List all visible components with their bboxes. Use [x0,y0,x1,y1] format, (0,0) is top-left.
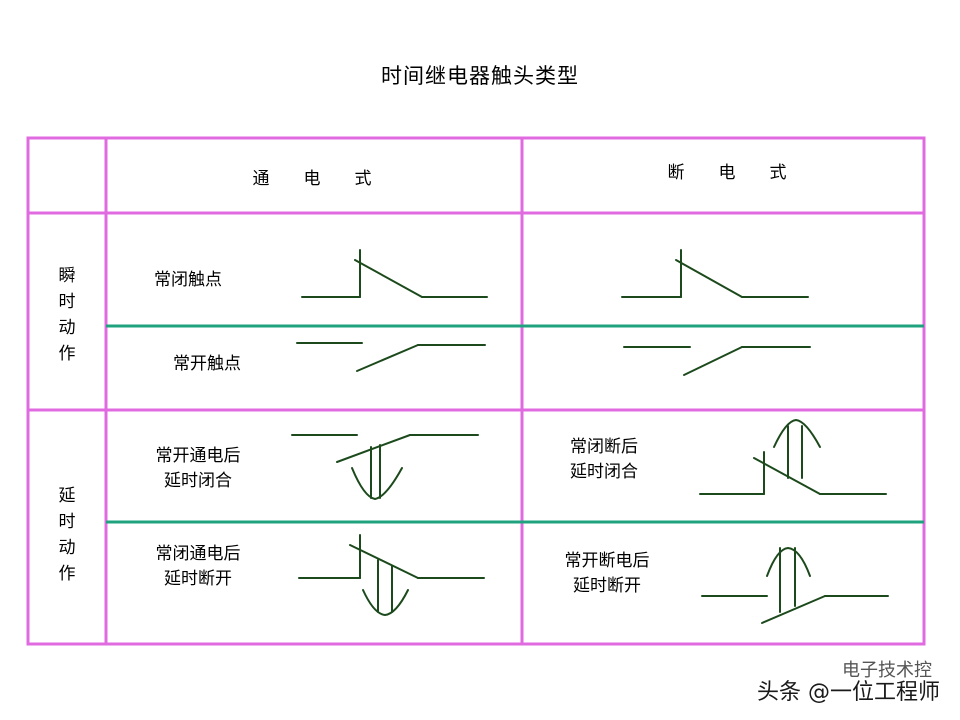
sub-row-dividers [106,324,924,524]
label-on-delay-close-1: 常开通电后 [156,446,241,466]
row-label-instant-char: 作 [59,344,76,364]
row-label-instant-char: 瞬 [59,266,76,286]
label-on-delay-open-1: 常闭通电后 [156,544,241,564]
symbol-on-delay-close [291,434,479,501]
watermark-main: 头条 @一位工程师 [757,679,940,705]
symbol-instant-no-on [296,342,486,372]
page-title: 时间继电器触头类型 [381,64,579,88]
symbol-off-delay-open [701,546,889,624]
symbol-instant-nc-on [301,249,488,298]
row-label-delay-char: 动 [59,538,76,558]
row-label-delay-char: 作 [59,564,76,584]
row-label-instant: 瞬 时 动 作 [59,266,76,364]
row-label-instant-char: 动 [59,318,76,338]
table-grid [26,136,926,646]
table-border [26,136,926,646]
symbol-instant-no-off [623,346,811,376]
label-on-delay-open-2: 延时断开 [164,569,232,589]
label-instant-nc: 常闭触点 [154,270,222,290]
header-power-off: 断 电 式 [668,163,787,183]
label-off-delay-open-2: 延时断开 [573,576,641,596]
label-off-delay-close-2: 延时闭合 [570,462,638,482]
watermark-sub: 电子技术控 [842,660,932,682]
symbol-on-delay-open [298,534,485,617]
symbol-off-delay-close [699,418,887,495]
symbol-instant-nc-off [621,249,809,298]
row-label-delay-char: 时 [59,512,76,532]
label-instant-no: 常开触点 [173,354,241,374]
watermark: 电子技术控 头条 @一位工程师 [757,660,940,705]
label-off-delay-open-1: 常开断电后 [565,551,650,571]
row-label-delay: 延 时 动 作 [59,486,76,584]
label-on-delay-close-2: 延时闭合 [164,471,232,491]
row-label-instant-char: 时 [59,292,76,312]
label-off-delay-close-1: 常闭断后 [570,437,638,457]
header-power-on: 通 电 式 [253,169,372,189]
row-label-delay-char: 延 [59,486,76,506]
